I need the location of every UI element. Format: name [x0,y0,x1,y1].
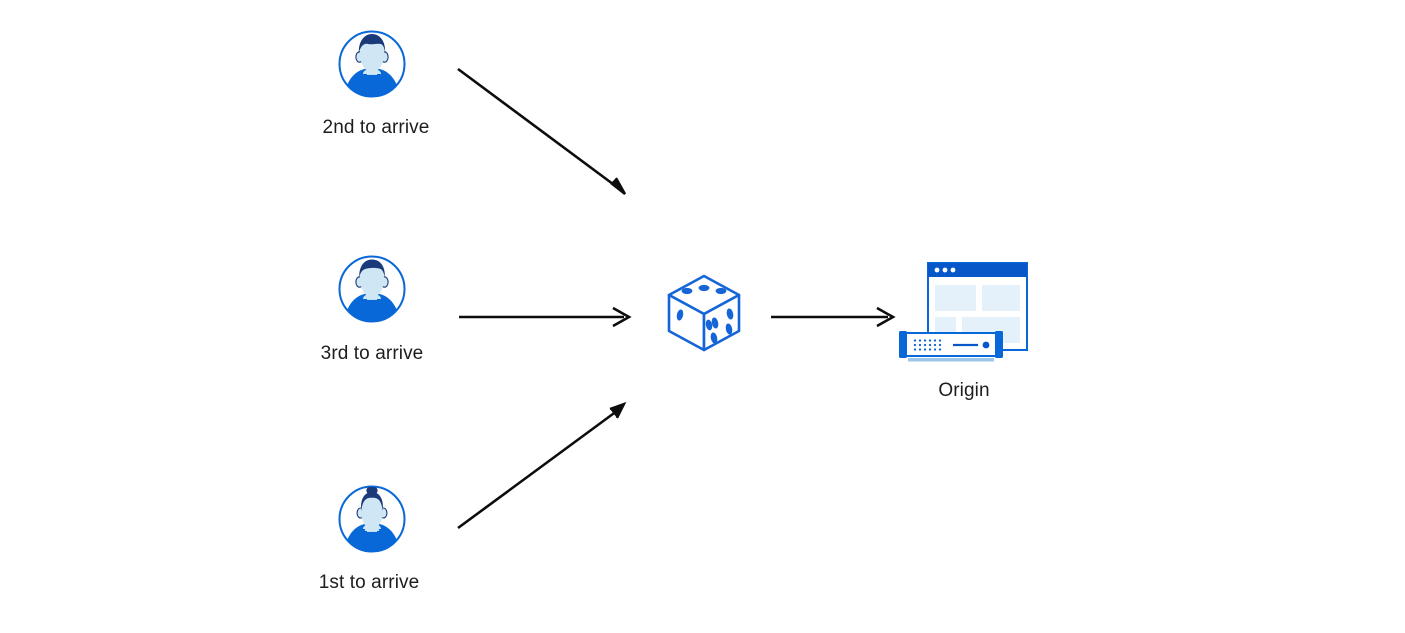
server-appliance-icon [899,331,1003,362]
arrow-client-middle-to-randomizer [459,306,632,328]
user-avatar-icon [337,254,407,324]
client-middle-label: 3rd to arrive [320,343,424,364]
origin-server-icon [896,259,1036,364]
arrow-randomizer-to-origin [771,306,896,328]
user-avatar-icon [337,29,407,99]
origin-label: Origin [938,380,990,401]
client-top-label: 2nd to arrive [322,117,430,138]
client-bottom-label: 1st to arrive [318,572,420,593]
user-avatar-icon [337,484,407,554]
dice-icon [663,272,745,354]
arrow-client-bottom-to-randomizer [457,401,627,530]
arrow-client-top-to-randomizer [457,67,627,195]
